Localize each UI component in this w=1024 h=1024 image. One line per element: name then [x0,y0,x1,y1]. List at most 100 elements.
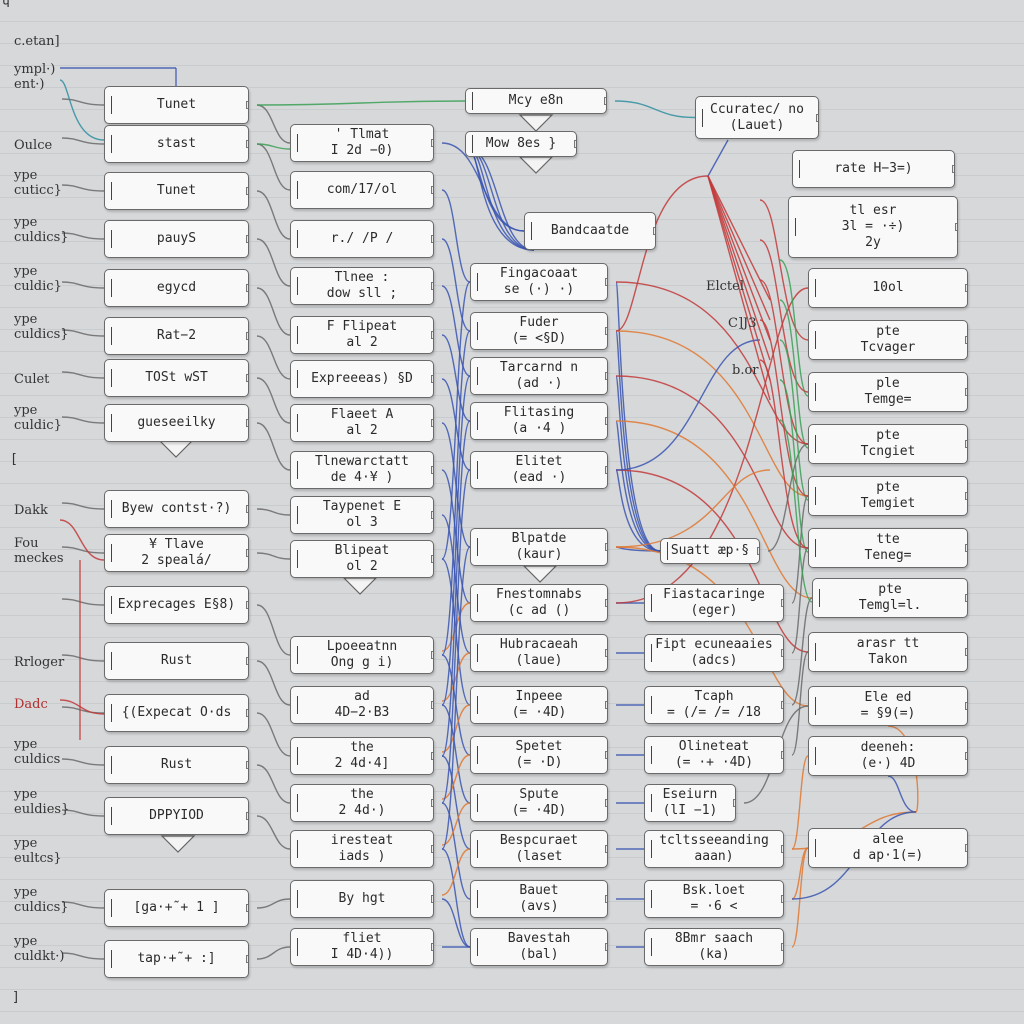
output-port[interactable] [605,943,607,951]
output-port[interactable] [431,235,433,243]
output-port[interactable] [605,372,607,380]
col4-node-4[interactable]: Olineteat(= ·+ ·4D) [644,736,784,774]
output-port[interactable] [246,187,248,195]
output-port[interactable] [605,751,607,759]
output-port[interactable] [246,374,248,382]
output-port[interactable] [246,761,248,769]
output-port[interactable] [965,594,967,602]
col4-node-1[interactable]: Fiastacaringe(eger) [644,584,784,622]
output-port[interactable] [246,505,248,513]
col2-node-1[interactable]: com/17/ol [290,171,434,209]
col3-node-0[interactable]: Mcy e8n [465,88,607,114]
output-port[interactable] [246,419,248,427]
output-port[interactable] [604,97,606,105]
output-port[interactable] [605,649,607,657]
output-port[interactable] [246,332,248,340]
output-port[interactable] [781,895,783,903]
col1-node-8[interactable]: Byew contst·?) [104,490,249,528]
col3-node-7[interactable]: Elitet(ead ·) [470,451,608,489]
output-port[interactable] [431,752,433,760]
col1-node-3[interactable]: pauyS [104,220,249,258]
output-port[interactable] [965,440,967,448]
output-port[interactable] [965,752,967,760]
col1-node-0[interactable]: Tunet [104,86,249,124]
col1-node-10[interactable]: Exprecages E§8) [104,586,249,624]
output-port[interactable] [952,165,954,173]
col4-node-7[interactable]: Bsk.loet= ·6 < [644,880,784,918]
output-port[interactable] [965,544,967,552]
col1-node-13[interactable]: Rust [104,746,249,784]
col4-node-3[interactable]: Tcaph= (/= /= /18 [644,686,784,724]
output-port[interactable] [431,799,433,807]
col2-node-3[interactable]: Tlnee :dow sll ; [290,267,434,305]
col2-node-15[interactable]: By hgt [290,880,434,918]
col4-node-5[interactable]: Eseiurn(lI −1) [644,784,736,822]
output-port[interactable] [246,284,248,292]
output-port[interactable] [431,186,433,194]
col3-node-16[interactable]: Bavestah(bal) [470,928,608,966]
col1-node-11[interactable]: Rust [104,642,249,680]
col3-node-2[interactable]: Bandcaatde [524,212,656,250]
output-port[interactable] [431,419,433,427]
col1-node-2[interactable]: Tunet [104,172,249,210]
output-port[interactable] [605,543,607,551]
output-port[interactable] [757,547,759,555]
output-port[interactable] [605,417,607,425]
col3-node-14[interactable]: Bespcuraet(laset [470,830,608,868]
output-port[interactable] [605,799,607,807]
col3-node-13[interactable]: Spute(= ·4D) [470,784,608,822]
output-port[interactable] [605,327,607,335]
output-port[interactable] [246,235,248,243]
output-port[interactable] [431,943,433,951]
output-port[interactable] [431,845,433,853]
output-port[interactable] [605,895,607,903]
output-port[interactable] [781,751,783,759]
col5-node-2[interactable]: 10ol [808,268,968,308]
output-port[interactable] [431,555,433,563]
col4-node-0[interactable]: Suatt æp·§ [660,538,760,564]
output-port[interactable] [605,599,607,607]
output-port[interactable] [246,101,248,109]
output-port[interactable] [733,799,735,807]
col4-node-8[interactable]: 8Bmr saach(ka) [644,928,784,966]
col1-node-12[interactable]: {(Expecat O·ds [104,694,249,732]
output-port[interactable] [431,331,433,339]
output-port[interactable] [605,701,607,709]
output-port[interactable] [246,955,248,963]
output-port[interactable] [965,648,967,656]
output-port[interactable] [781,943,783,951]
output-port[interactable] [246,709,248,717]
col1-node-4[interactable]: egycd [104,269,249,307]
output-port[interactable] [653,227,655,235]
output-port[interactable] [781,599,783,607]
output-port[interactable] [781,701,783,709]
output-port[interactable] [965,284,967,292]
col3-node-8[interactable]: Blpatde(kaur) [470,528,608,566]
output-port[interactable] [816,113,818,122]
col1-node-14[interactable]: DPPYIOD [104,797,249,835]
output-port[interactable] [431,282,433,290]
col5-node-10[interactable]: Ele ed= §9(=) [808,686,968,726]
output-port[interactable] [431,466,433,474]
col2-node-5[interactable]: Expreeeas) §D [290,360,434,398]
output-port[interactable] [246,601,248,609]
col1-node-5[interactable]: Rat−2 [104,317,249,355]
output-port[interactable] [431,895,433,903]
